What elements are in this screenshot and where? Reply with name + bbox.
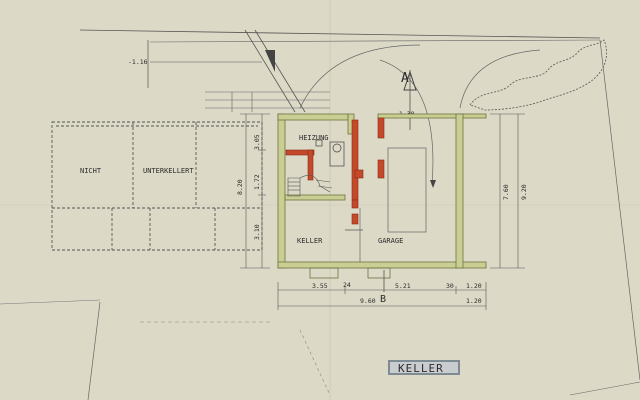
door-swing-arc — [379, 59, 434, 186]
section-label-b: B — [380, 294, 386, 305]
sheet-title: KELLER — [398, 362, 444, 375]
dimension-chain-right — [490, 113, 525, 269]
dimension-chain-bottom — [277, 282, 487, 310]
staircase — [287, 175, 333, 197]
room-label-heizung: HEIZUNG — [299, 134, 329, 142]
site-line — [569, 381, 640, 396]
dim-5-21: 5.21 — [395, 282, 411, 290]
property-line — [599, 39, 640, 381]
driveway-edge — [244, 29, 296, 113]
dim-7-60: 7.60 — [502, 184, 510, 200]
site-line — [299, 329, 331, 396]
car-outline — [387, 147, 427, 233]
dim-3-10: 3.10 — [253, 224, 261, 240]
room-label-keller: KELLER — [297, 237, 323, 245]
driveway-edge — [254, 29, 306, 113]
unexcavated-label-2: UNTERKELLERT — [143, 167, 194, 175]
dim-30: 30 — [446, 282, 454, 290]
sheet-title-inner — [390, 362, 458, 373]
north-marker-icon — [265, 50, 275, 72]
unexcavated-label-1: NICHT — [80, 167, 102, 175]
arrow-icon — [430, 180, 436, 188]
dim-9-20: 9.20 — [520, 184, 528, 200]
boiler-icon — [315, 139, 345, 167]
dim-3-05: 3.05 — [253, 134, 261, 150]
dim-1-20a: 1.20 — [466, 282, 482, 290]
dim-9-60: 9.60 — [360, 297, 376, 305]
door-swing-arc — [299, 44, 421, 109]
hedge-outline — [469, 39, 607, 111]
dim-3-55: 3.55 — [312, 282, 328, 290]
boundary-line — [149, 39, 601, 43]
dim-1-72: 1.72 — [253, 174, 261, 190]
site-line — [0, 299, 101, 305]
boundary-line — [79, 29, 601, 39]
dim-1-20b: 1.20 — [466, 297, 482, 305]
dim-24: 24 — [343, 281, 351, 289]
basement-walls — [277, 113, 487, 279]
new-walls-red — [285, 117, 385, 225]
section-marker-a — [403, 70, 417, 130]
room-label-garage: GARAGE — [378, 237, 403, 245]
unexcavated-area — [51, 121, 263, 251]
door-swing-arc — [459, 49, 541, 109]
section-label-a: A — [401, 71, 409, 86]
dim-8-20: 8.20 — [236, 179, 244, 195]
terrace-steps — [205, 91, 330, 112]
dimension-chain-left — [240, 113, 270, 269]
level-label-left: -1.16 — [128, 58, 148, 66]
site-line — [87, 301, 101, 400]
